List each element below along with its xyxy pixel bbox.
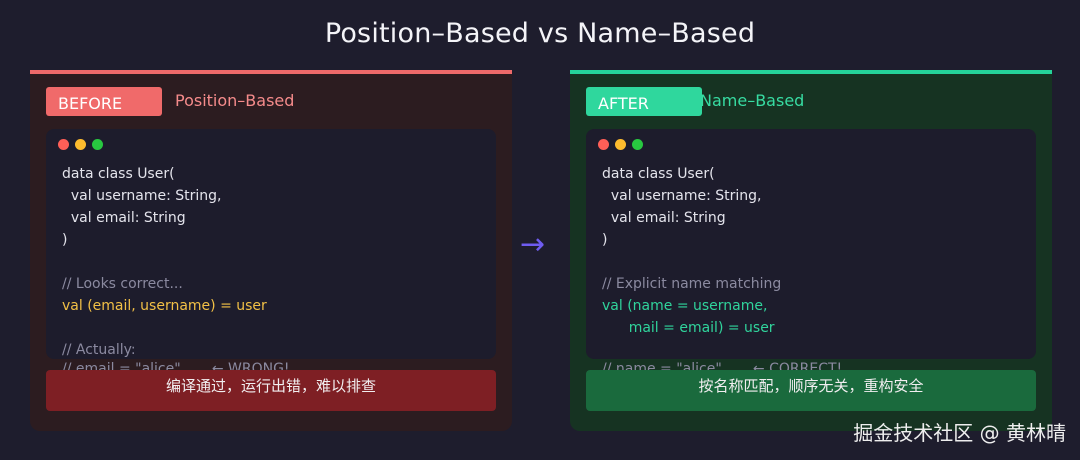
code-line: ) [62,232,68,248]
code-line [62,251,486,273]
arrow-right-icon: → [520,227,546,262]
before-code-lines: data class User( val username: String, v… [62,163,486,359]
close-dot-icon [58,139,69,150]
after-overflow-line: // name = "alice" ← CORRECT! [602,361,843,372]
before-subtitle: Position–Based [175,91,295,110]
minimize-dot-icon [75,139,86,150]
code-line: val username: String, [62,188,222,204]
after-code-window: data class User( val username: String, v… [586,129,1036,359]
code-line: val (name = username, [602,298,768,314]
watermark: 掘金技术社区 @ 黄林晴 [853,421,1066,445]
code-line: val email: String [62,210,186,226]
close-dot-icon [598,139,609,150]
before-code-window: data class User( val username: String, v… [46,129,496,359]
minimize-dot-icon [615,139,626,150]
code-line: ) [602,232,608,248]
code-line: mail = email) = user [602,320,775,336]
before-badge: BEFORE [46,87,162,116]
after-subtitle: Name–Based [700,91,805,110]
code-line: data class User( [602,166,715,182]
code-line: val (email, username) = user [62,298,267,314]
after-panel: AFTER Name–Based data class User( val us… [570,70,1052,431]
after-badge: AFTER [586,87,702,116]
page-title: Position–Based vs Name–Based [324,18,756,49]
after-footer-note: 按名称匹配，顺序无关，重构安全 [586,370,1036,411]
before-footer-note: 编译通过，运行出错，难以排查 [46,370,496,411]
code-line [62,317,486,339]
maximize-dot-icon [632,139,643,150]
window-controls [58,139,103,150]
window-controls [598,139,643,150]
code-line [602,251,1026,273]
before-panel: BEFORE Position–Based data class User( v… [30,70,512,431]
code-line: // Actually: [62,342,136,358]
code-line: // Looks correct... [62,276,183,292]
code-line: data class User( [62,166,175,182]
before-overflow-line: // email = "alice" ← WRONG! [62,361,290,372]
code-line: // Explicit name matching [602,276,782,292]
after-code-lines: data class User( val username: String, v… [602,163,1026,339]
code-line: val username: String, [602,188,762,204]
code-line: val email: String [602,210,726,226]
maximize-dot-icon [92,139,103,150]
